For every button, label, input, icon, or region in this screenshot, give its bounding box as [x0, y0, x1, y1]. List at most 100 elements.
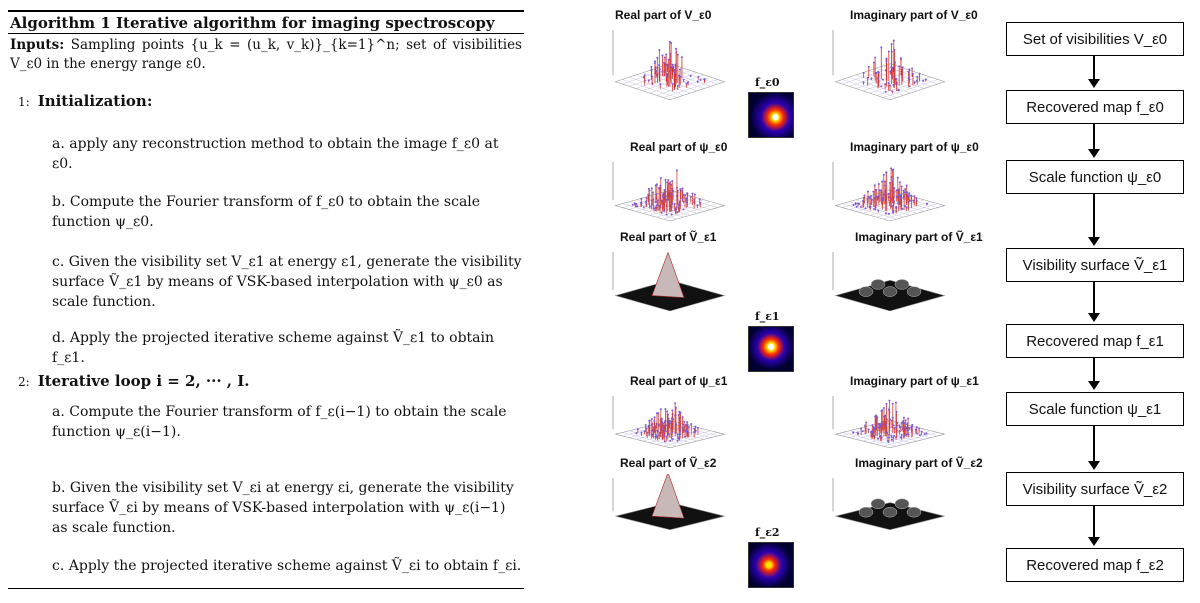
recovered-map-f2	[748, 542, 794, 588]
plot-point	[868, 196, 871, 199]
plot-point	[881, 78, 884, 81]
plot-point	[668, 182, 671, 185]
plot-point	[661, 54, 664, 57]
plot-point	[640, 197, 643, 200]
flow-node-map-f0: Recovered map f_ε0	[1006, 90, 1184, 124]
plot-point	[874, 56, 877, 59]
plot-point	[662, 196, 665, 199]
plot-point	[665, 213, 668, 216]
plot-point	[671, 63, 674, 66]
plot-point	[872, 61, 875, 64]
plot-point	[662, 424, 665, 427]
plot-point	[889, 70, 892, 73]
plot-point	[885, 402, 888, 405]
plot-point	[636, 205, 639, 208]
plot-point	[861, 200, 864, 203]
plot-point	[899, 196, 902, 199]
plot-point	[667, 433, 670, 436]
plot-point	[674, 207, 677, 210]
plot-point	[674, 406, 677, 409]
plot-point	[659, 184, 662, 187]
plot-point	[916, 432, 919, 435]
plot-point	[675, 169, 678, 172]
plot-grid-line	[876, 67, 932, 87]
plot-point	[698, 198, 701, 201]
plot-point	[653, 416, 656, 419]
plot-point	[659, 408, 662, 411]
plot-point	[856, 431, 859, 434]
plot-point	[658, 186, 661, 189]
plot-point	[699, 78, 702, 81]
plot-real-v0	[612, 30, 726, 101]
plot-point	[895, 205, 898, 208]
top-rule	[8, 10, 524, 12]
plot-point	[891, 90, 894, 93]
plot-point	[634, 205, 637, 208]
plot-point	[683, 420, 686, 423]
plot-point	[895, 410, 898, 413]
plot-point	[911, 72, 914, 75]
plot-point	[876, 77, 879, 80]
plot-point	[897, 188, 900, 191]
plot-point	[655, 69, 658, 72]
plot-surface-bump	[906, 506, 922, 518]
plot-imag-vt2	[832, 478, 945, 531]
plot-point	[662, 61, 665, 64]
plot-point	[862, 81, 865, 84]
plot-point	[915, 199, 918, 202]
plot-point	[884, 83, 887, 86]
step-title: Iterative loop i = 2, ··· , I.	[37, 372, 250, 390]
plot-point	[915, 197, 918, 200]
plot-title-real-psi0: Real part of ψ_ε0	[630, 140, 728, 154]
plot-point	[635, 432, 638, 435]
plot-point	[645, 202, 648, 205]
step-initialization: 1:Initialization:	[18, 92, 152, 110]
plot-point	[693, 431, 696, 434]
plot-point	[671, 180, 674, 183]
map-label-f0: f_ε0	[755, 76, 780, 89]
plot-point	[900, 433, 903, 436]
plot-point	[882, 407, 885, 410]
plot-point	[682, 78, 685, 81]
plot-point	[852, 431, 855, 434]
flowchart: Set of visibilities V_ε0 Recovered map f…	[990, 0, 1200, 603]
plot-point	[650, 187, 653, 190]
plot-point	[913, 81, 916, 84]
plot-point	[667, 58, 670, 61]
plot-point	[860, 427, 863, 430]
plot-point	[654, 66, 657, 69]
plot-point	[642, 206, 645, 209]
map-label-f1: f_ε1	[755, 310, 780, 323]
plot-point	[861, 430, 864, 433]
plot-point	[913, 195, 916, 198]
plot-point	[671, 82, 674, 85]
plot-point	[870, 77, 873, 80]
plot-point	[681, 187, 684, 190]
plot-point	[889, 181, 892, 184]
plot-point	[685, 428, 688, 431]
plot-point	[889, 84, 892, 87]
step1-item-a: a. apply any reconstruction method to ob…	[52, 136, 499, 172]
flow-node-surface-vt2: Visibility surface Ṽ_ε2	[1006, 472, 1184, 506]
plot-point	[884, 90, 887, 93]
plot-point	[650, 417, 653, 420]
plot-point	[855, 205, 858, 208]
plot-grid-line	[883, 203, 938, 220]
plot-point	[887, 212, 890, 215]
plot-point	[681, 189, 684, 192]
figure-panel: Real part of V_ε0 Imaginary part of V_ε0…	[560, 0, 983, 603]
bottom-rule	[8, 588, 524, 589]
plot-point	[686, 192, 689, 195]
plot-point	[881, 409, 884, 412]
plot-point	[677, 203, 680, 206]
plot-point	[666, 72, 669, 75]
plot-point	[663, 209, 666, 212]
plot-point	[672, 66, 675, 69]
plot-point	[906, 422, 909, 425]
plot-point	[890, 167, 893, 170]
plot-point	[685, 82, 688, 85]
plot-point	[887, 50, 890, 53]
step2-item-a: a. Compute the Fourier transform of f_ε(…	[52, 404, 507, 440]
plot-imag-vt1	[832, 252, 946, 312]
plot-point	[876, 195, 879, 198]
